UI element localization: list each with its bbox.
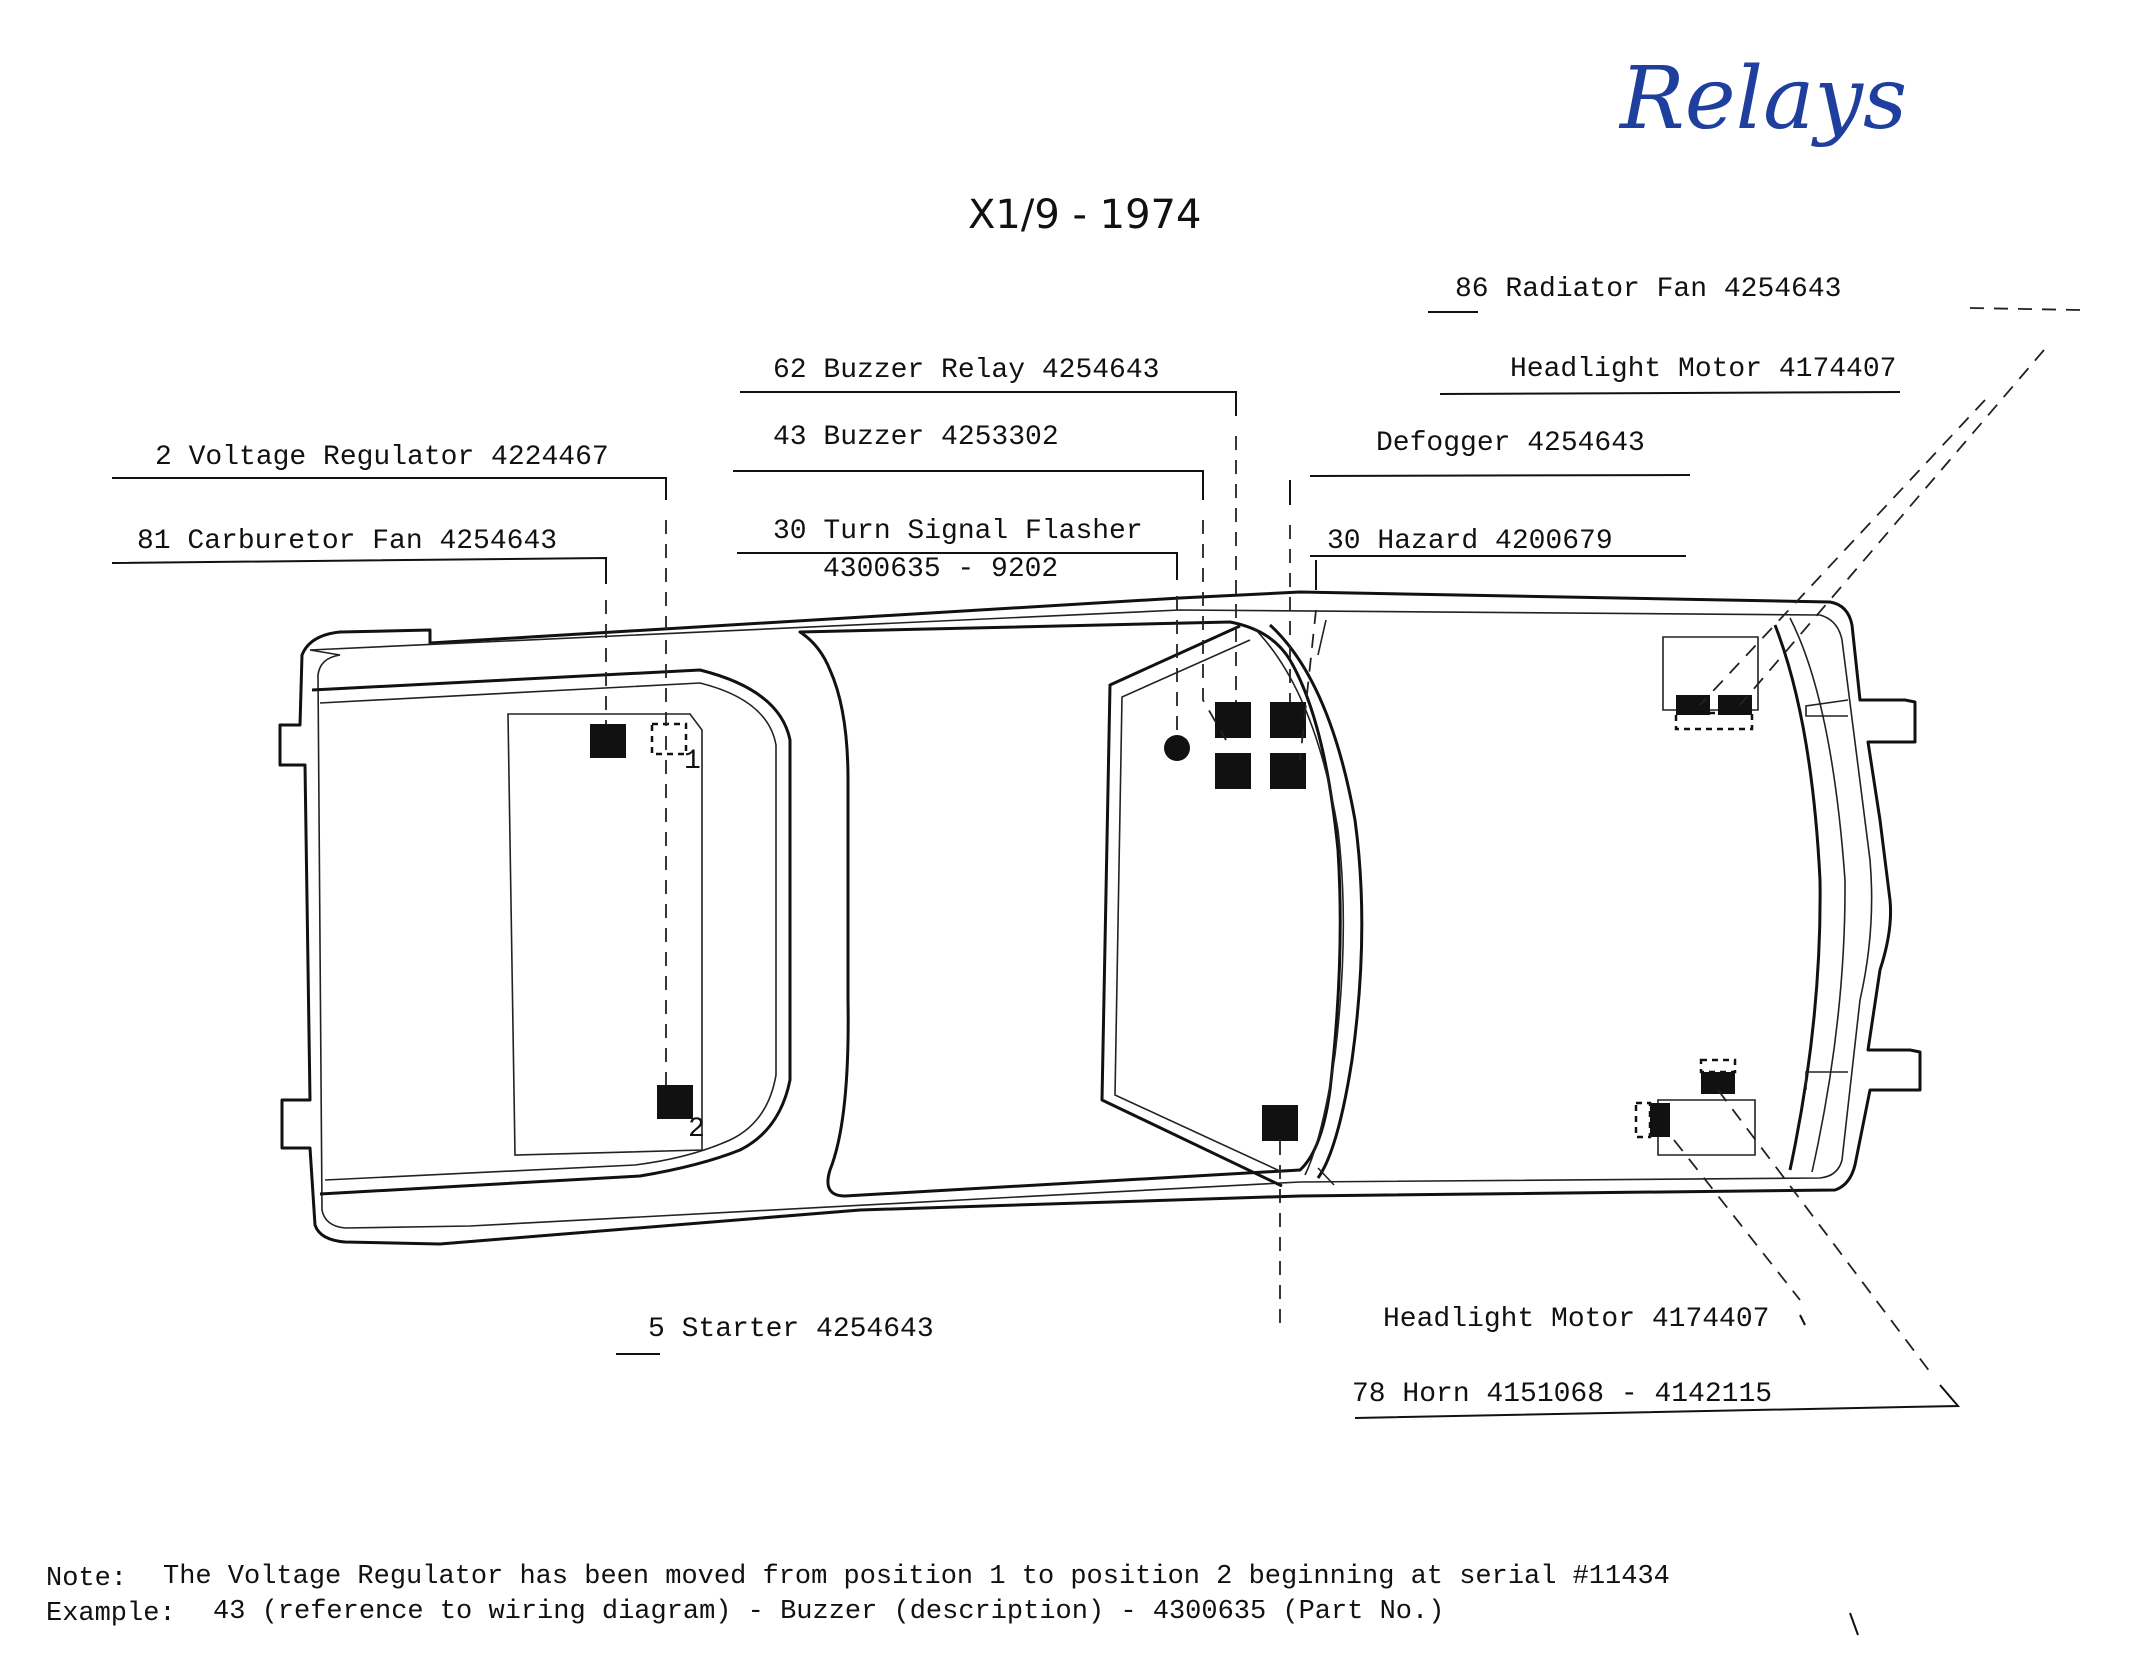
relay-buzzer-relay [1215,702,1251,738]
page-title: X1/9 - 1974 [968,192,1201,238]
relay-voltage-regulator-pos2 [657,1085,693,1119]
label-voltage-regulator: 2 Voltage Regulator 4224467 [155,442,609,473]
note-label: Note: [46,1564,127,1594]
footnote: Note: The Voltage Regulator has been mov… [46,1562,1670,1629]
relay-horn-socket [1699,1058,1737,1074]
example-text: 43 (reference to wiring diagram) - Buzze… [213,1597,1444,1627]
position-1-marker: 1 [684,746,701,777]
label-defogger: Defogger 4254643 [1376,428,1645,459]
example-label: Example: [46,1599,176,1629]
label-carburetor-fan: 81 Carburetor Fan 4254643 [137,526,557,557]
label-radiator-fan: 86 Radiator Fan 4254643 [1455,274,1841,305]
label-turn-signal-flasher-part: 4300635 - 9202 [823,554,1058,585]
relay-carburetor-fan [590,724,626,758]
relay-headlight-socket-top [1674,711,1754,731]
relay-labels: 86 Radiator Fan 4254643 Headlight Motor … [137,274,1896,1410]
relay-headlight-socket-bottom [1634,1101,1652,1139]
label-buzzer: 43 Buzzer 4253302 [773,422,1059,453]
handwritten-note: Relays [1618,49,1907,149]
relay-headlight-motor-top-a [1676,695,1710,715]
label-turn-signal-flasher: 30 Turn Signal Flasher [773,516,1143,547]
label-hazard: 30 Hazard 4200679 [1327,526,1613,557]
car-body-outline [278,590,1922,1246]
position-2-marker: 2 [688,1114,705,1145]
label-horn: 78 Horn 4151068 - 4142115 [1352,1379,1772,1410]
relay-markers: 1 2 [590,695,1754,1145]
label-headlight-motor-top: Headlight Motor 4174407 [1510,354,1896,385]
relay-buzzer [1215,753,1251,789]
relay-horn [1701,1072,1735,1094]
note-text: The Voltage Regulator has been moved fro… [163,1562,1670,1592]
relay-turn-signal-flasher [1164,735,1190,761]
leader-lines [111,307,2081,1419]
relay-defogger [1270,702,1306,738]
label-starter: 5 Starter 4254643 [648,1314,934,1345]
stray-pen-mark [1849,1612,1859,1636]
relay-voltage-regulator-pos1 [650,722,688,756]
relay-starter [1262,1105,1298,1141]
label-buzzer-relay: 62 Buzzer Relay 4254643 [773,355,1159,386]
label-headlight-motor-bottom: Headlight Motor 4174407 [1383,1304,1769,1335]
relay-headlight-motor-bottom [1650,1103,1670,1137]
